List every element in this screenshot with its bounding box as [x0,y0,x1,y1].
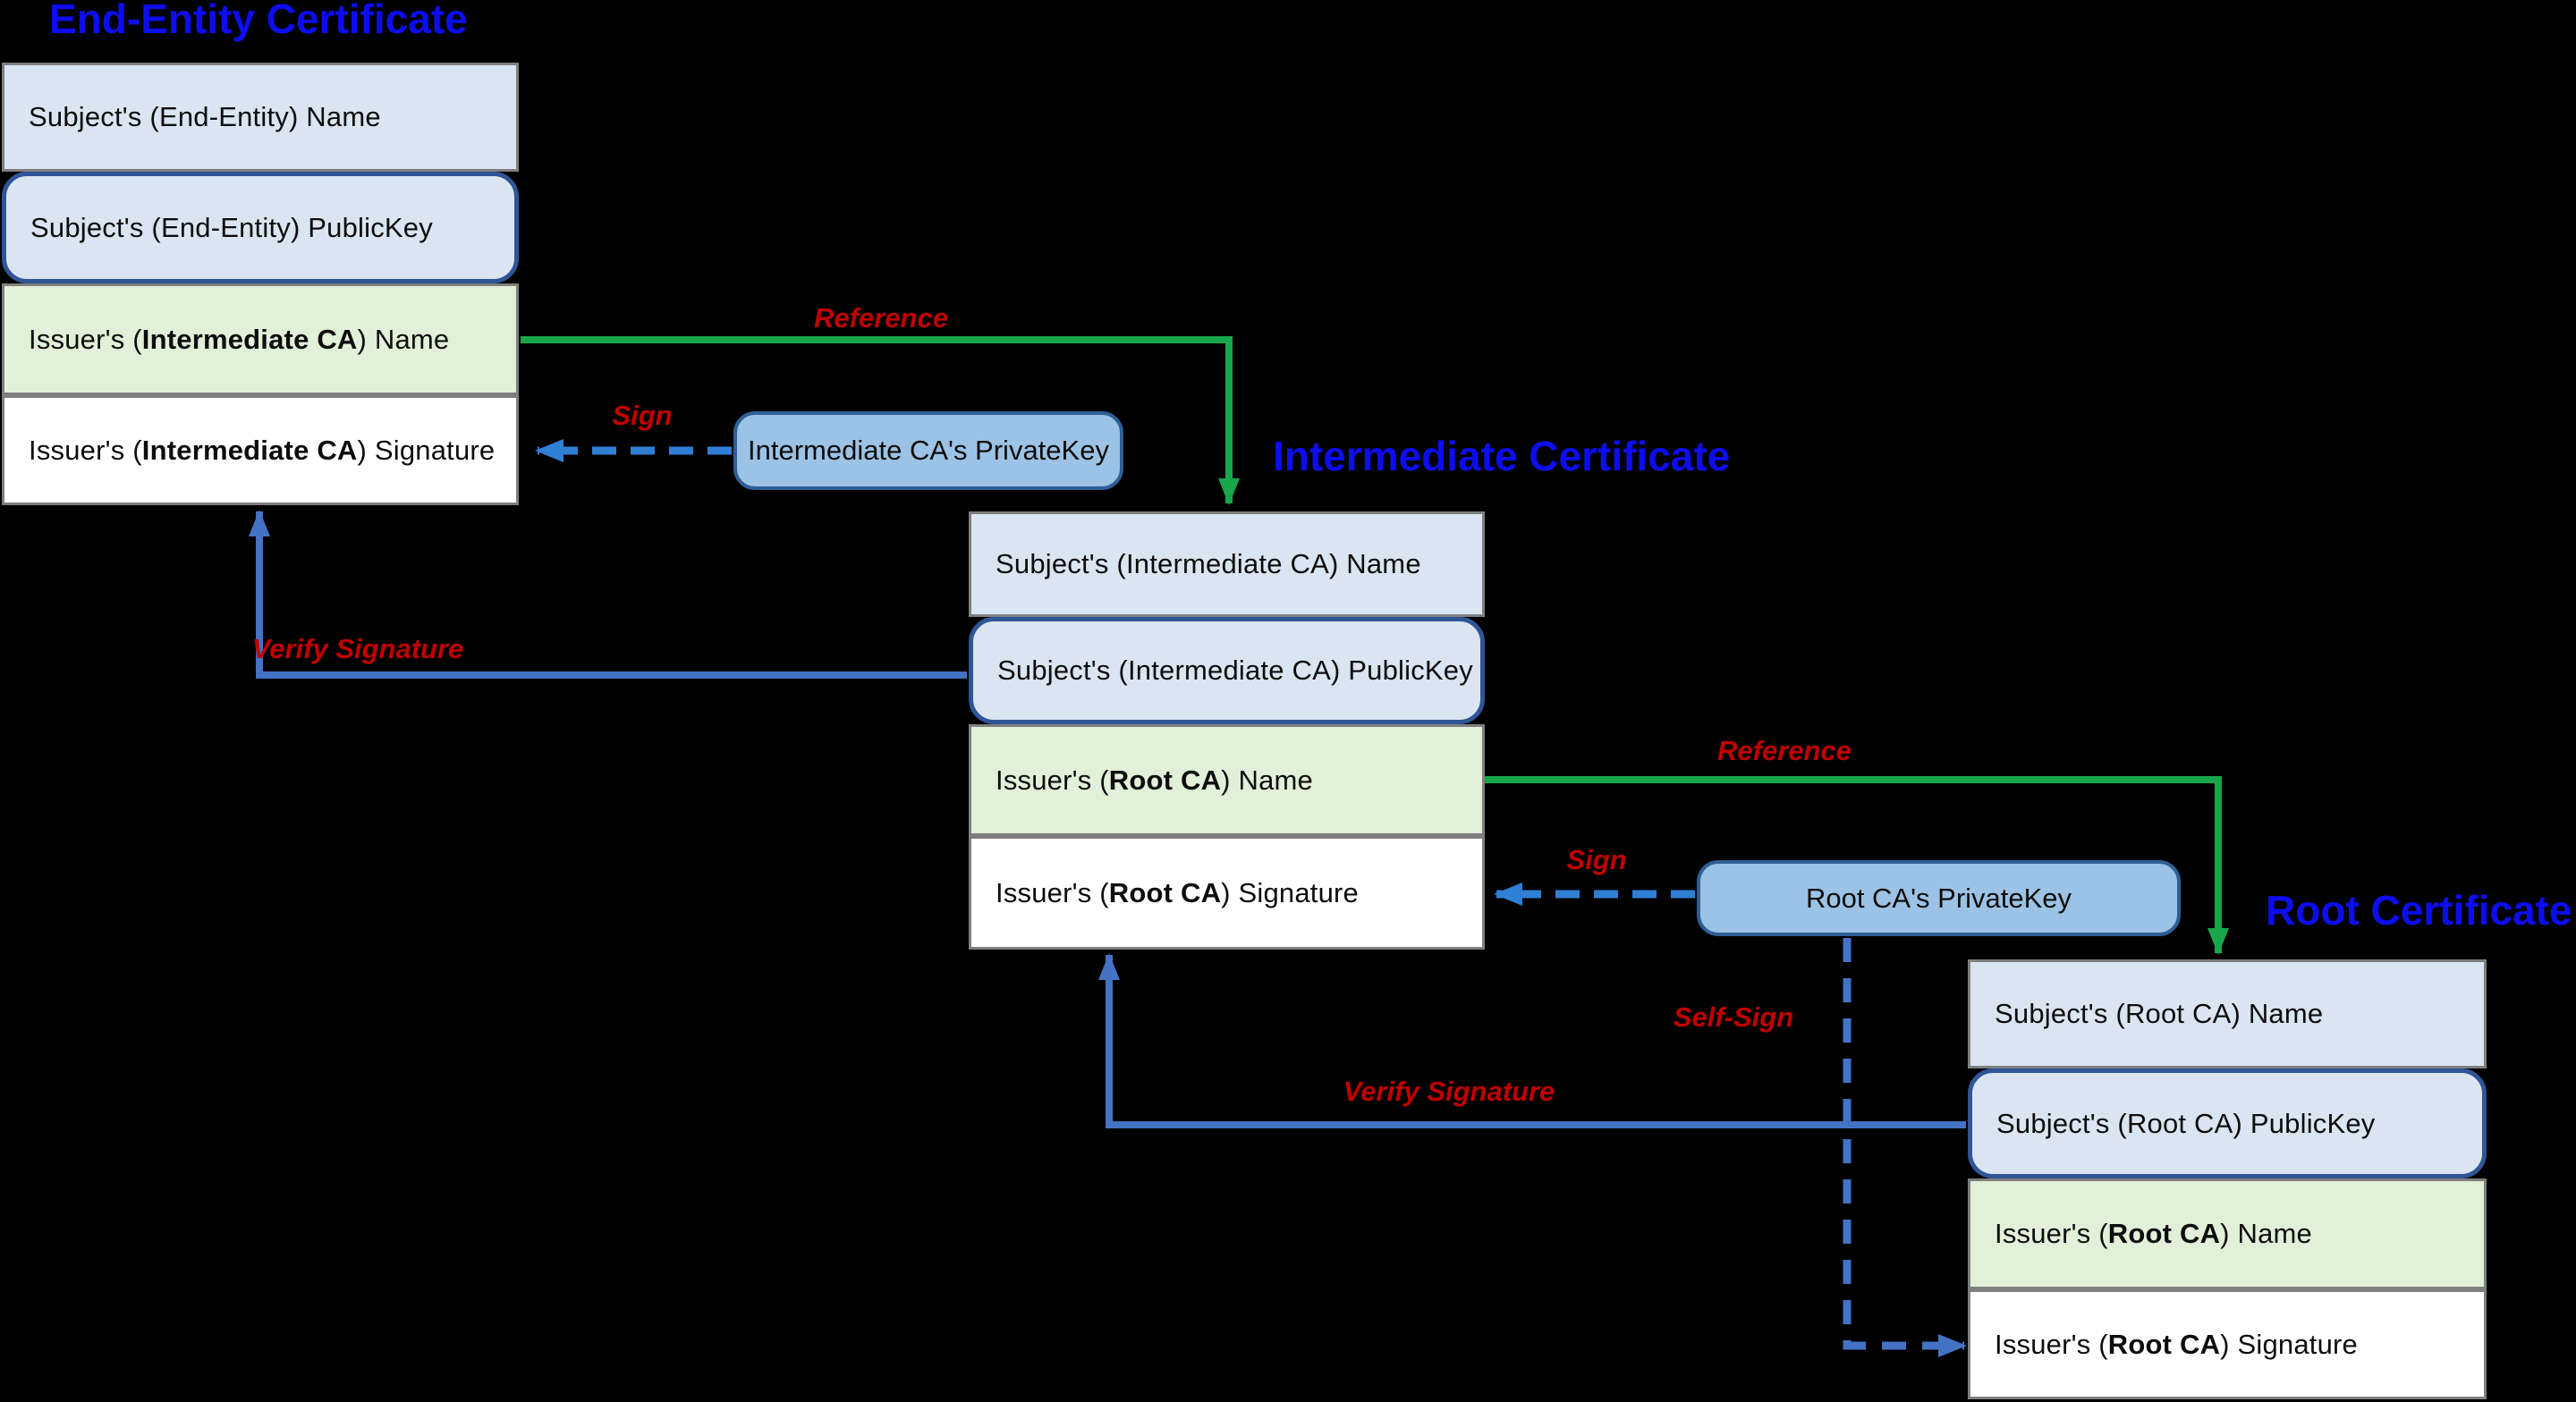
root-ca-privatekey-box: Root CA's PrivateKey [1697,860,2181,936]
row-text-bold: Root CA [2107,1328,2221,1360]
row-text-bold: Root CA [2107,1218,2221,1249]
self-sign-label: Self-Sign [1673,1001,1794,1033]
root-certificate-box: Subject's (Root CA) Name Subject's (Root… [1968,959,2487,1399]
row-text: Subject's (Root CA) PublicKey [1996,1107,2376,1139]
row-text: Subject's (Root CA) Name [1995,998,2324,1029]
row-text: Issuer's ( [996,876,1109,908]
self-sign-arrow-root-privatekey [1843,938,1967,1357]
row-text: Subject's (End-Entity) Name [29,101,381,132]
end-entity-subject-name-row: Subject's (End-Entity) Name [2,63,519,172]
row-text: Issuer's ( [29,434,142,466]
row-text: ) Name [2220,1218,2312,1249]
root-issuer-signature-row: Issuer's (Root CA) Signature [1968,1289,2487,1399]
end-entity-certificate-box: Subject's (End-Entity) Name Subject's (E… [2,63,519,505]
verify-signature-label-1: Verify Signature [251,633,464,664]
row-text-bold: Intermediate CA [141,434,358,466]
intermediate-subject-name-row: Subject's (Intermediate CA) Name [969,511,1485,617]
reference-label-1: Reference [814,302,948,334]
row-text: ) Name [357,323,450,355]
root-subject-name-row: Subject's (Root CA) Name [1968,959,2487,1068]
row-text: Subject's (End-Entity) PublicKey [30,211,433,243]
intermediate-certificate-box: Subject's (Intermediate CA) Name Subject… [969,511,1485,950]
row-text: Issuer's ( [1995,1218,2108,1249]
row-text: ) Signature [1221,876,1359,908]
verify-signature-label-2: Verify Signature [1343,1076,1555,1107]
sign-label-1: Sign [612,400,673,431]
row-text-bold: Root CA [1108,876,1222,908]
row-text: ) Signature [2220,1328,2358,1360]
end-entity-subject-publickey-row: Subject's (End-Entity) PublicKey [2,172,519,283]
root-certificate-title: Root Certificate [2266,887,2572,933]
sign-label-2: Sign [1566,844,1627,875]
row-text-bold: Root CA [1108,764,1222,796]
intermediate-subject-publickey-row: Subject's (Intermediate CA) PublicKey [969,617,1485,724]
row-text-bold: Intermediate CA [141,323,358,355]
reference-label-2: Reference [1717,735,1852,766]
end-entity-issuer-name-row: Issuer's (Intermediate CA) Name [2,283,519,395]
intermediate-issuer-signature-row: Issuer's (Root CA) Signature [969,836,1485,950]
intermediate-ca-privatekey-box: Intermediate CA's PrivateKey [733,411,1123,490]
row-text: Subject's (Intermediate CA) PublicKey [997,655,1473,686]
root-subject-publickey-row: Subject's (Root CA) PublicKey [1968,1068,2487,1178]
intermediate-issuer-name-row: Issuer's (Root CA) Name [969,724,1485,836]
end-entity-certificate-title: End-Entity Certificate [49,0,468,42]
root-issuer-name-row: Issuer's (Root CA) Name [1968,1178,2487,1289]
row-text: ) Signature [357,434,496,466]
row-text: ) Name [1221,764,1313,796]
row-text: Subject's (Intermediate CA) Name [996,548,1421,579]
row-text: Issuer's ( [996,764,1109,796]
intermediate-certificate-title: Intermediate Certificate [1273,433,1731,479]
row-text: Issuer's ( [29,323,142,355]
row-text: Issuer's ( [1995,1328,2108,1360]
end-entity-issuer-signature-row: Issuer's (Intermediate CA) Signature [2,395,519,505]
